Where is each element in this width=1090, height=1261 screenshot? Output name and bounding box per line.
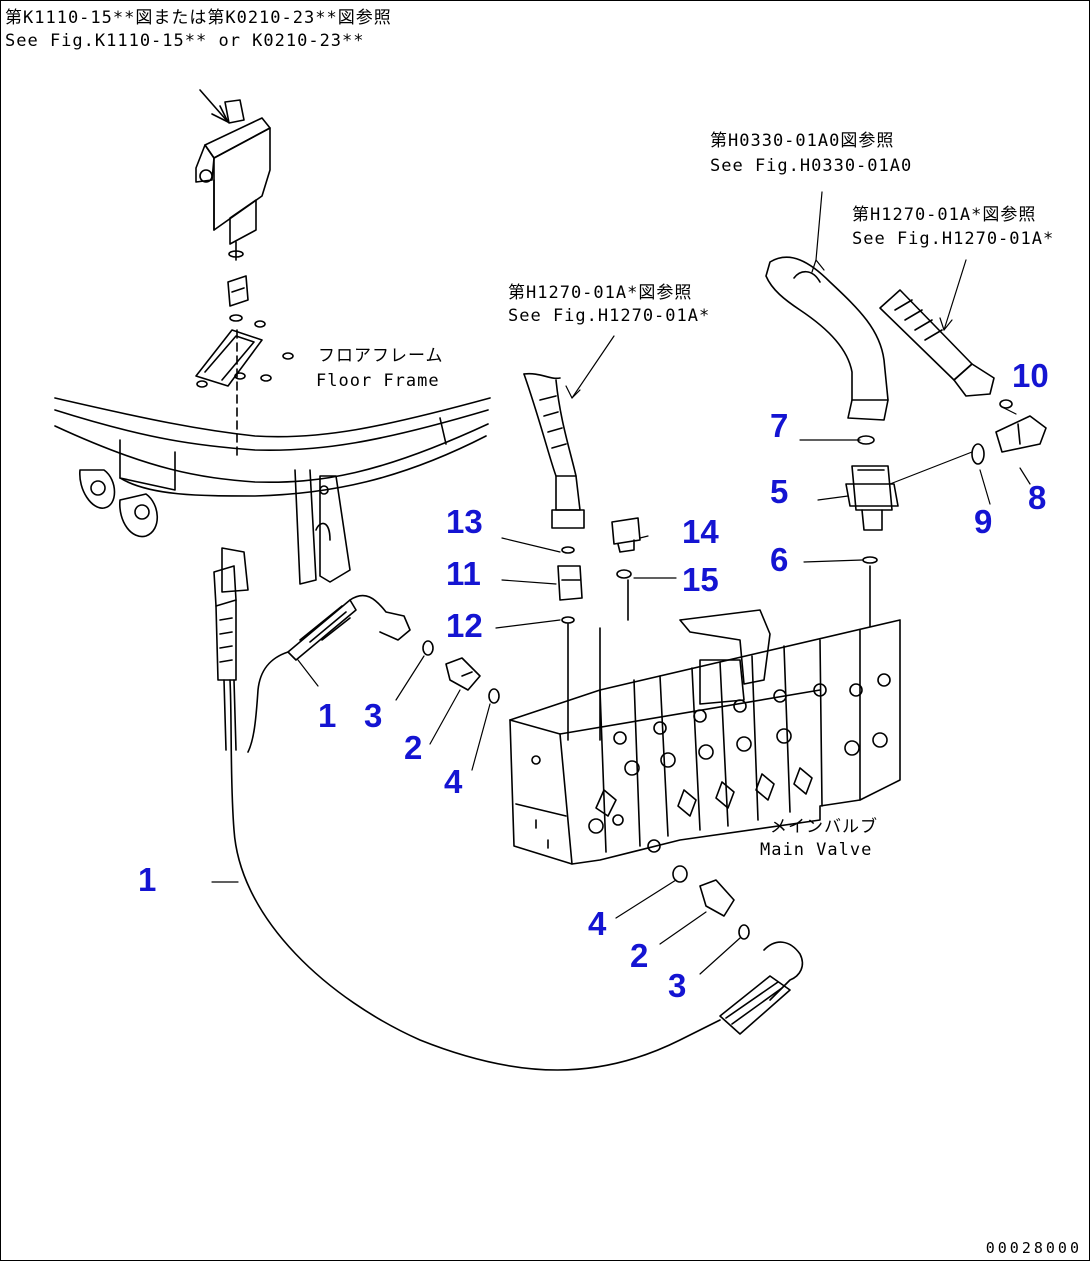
callout-3: 3 (668, 967, 687, 1004)
main-valve-label-en: Main Valve (760, 840, 873, 860)
callout-9: 9 (974, 503, 993, 540)
callout-2: 2 (404, 729, 423, 766)
ref-hose-b-en: See Fig.H1270-01A* (508, 306, 711, 326)
floor-frame-plate (195, 320, 294, 461)
ref-hose-a-en: See Fig.H0330-01A0 (710, 156, 913, 176)
pilot-valve-assembly (195, 89, 271, 322)
callout-10: 10 (1012, 357, 1049, 394)
fitting-lower (672, 865, 804, 1035)
ref-hose-a-jp: 第H0330-01A0図参照 (710, 131, 895, 151)
callout-4: 4 (444, 763, 463, 800)
callout-3: 3 (364, 697, 383, 734)
callout-7: 7 (770, 407, 789, 444)
ref-top-left-en: See Fig.K1110-15** or K0210-23** (5, 31, 365, 51)
ref-top-left-jp: 第K1110-15**図または第K0210-23**図参照 (5, 8, 392, 28)
callout-2: 2 (630, 937, 649, 974)
callout-1: 1 (138, 861, 157, 898)
fitting-left (422, 640, 500, 704)
callout-11: 11 (446, 555, 481, 592)
callout-15: 15 (682, 561, 719, 598)
leader-lines (211, 191, 1031, 975)
plug-14 (599, 517, 641, 741)
hose-right (879, 289, 1047, 465)
callout-1: 1 (318, 697, 337, 734)
main-valve-label-jp: メインバルブ (770, 817, 878, 837)
callout-5: 5 (770, 473, 789, 510)
floor-frame-label-en: Floor Frame (316, 371, 440, 391)
fitting-5 (845, 465, 899, 627)
callout-8: 8 (1028, 479, 1047, 516)
ref-hose-c-jp: 第H1270-01A*図参照 (852, 205, 1037, 225)
drawing-code: 00028000 (985, 1239, 1082, 1257)
hose-center (523, 372, 585, 741)
callout-4: 4 (588, 905, 607, 942)
frame-beam (54, 397, 491, 585)
main-valve (509, 609, 901, 865)
callout-12: 12 (446, 607, 483, 644)
ref-hose-c-en: See Fig.H1270-01A* (852, 229, 1055, 249)
hose-1 (213, 547, 721, 1071)
callout-14: 14 (682, 513, 719, 550)
ref-hose-b-jp: 第H1270-01A*図参照 (508, 283, 693, 303)
callout-13: 13 (446, 503, 483, 540)
floor-frame-label-jp: フロアフレーム (318, 346, 444, 366)
callout-6: 6 (770, 541, 789, 578)
